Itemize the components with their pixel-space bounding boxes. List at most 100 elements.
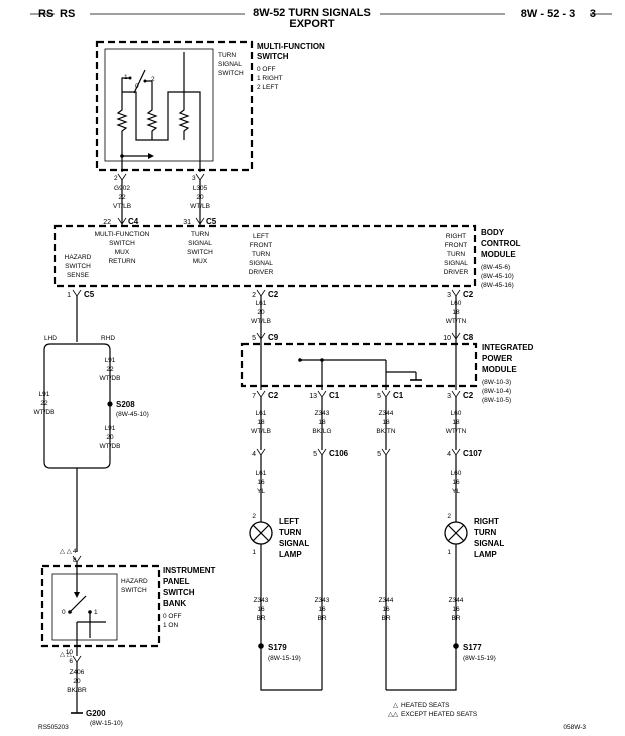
bcm-bot-left-pin: 2 (252, 292, 256, 299)
bcm-left-driver-3: TURN (252, 251, 270, 258)
z343-mid-color: BK/LG (312, 428, 331, 435)
mfs-pos-2: 2 LEFT (257, 84, 278, 91)
ipm-c9-pin: 5 (252, 335, 256, 342)
header-mask-right (505, 8, 590, 20)
bcm-left-driver-2: FRONT (250, 242, 272, 249)
z343-a-name: Z343 (254, 597, 269, 604)
l305-name: L305 (193, 185, 208, 192)
l91-rhd-name: L91 (105, 357, 116, 364)
header-page-label: 8W - 52 - 3 (521, 8, 575, 20)
bcm-left-driver-4: SIGNAL (249, 260, 273, 267)
s208-splice (107, 401, 113, 407)
mfs-resistor-1 (116, 98, 128, 156)
bcm-mux-return-4: RETURN (108, 258, 135, 265)
bcm-bot-right-connector (451, 289, 461, 297)
l60-mid-gauge: 18 (452, 419, 460, 426)
legend-except-icon: △△ (388, 711, 399, 718)
bcm-title-2: CONTROL (481, 239, 521, 248)
instrument-panel-switch-bank: △ △ 4 8 HAZARD SWITCH INSTRUMENT PANEL S… (40, 548, 216, 665)
ipsb-bot-connector (72, 655, 82, 663)
s179-ref: (8W-15-19) (268, 655, 301, 662)
z344-a-name: Z344 (379, 597, 394, 604)
l91-below-color: WT/DB (100, 443, 121, 450)
g902-name: G902 (114, 185, 130, 192)
z344-mid-color: BK/TN (376, 428, 395, 435)
ipsb-top-pins-legend: △ △ (60, 548, 73, 555)
z343-b-gauge: 16 (318, 606, 326, 613)
z406-gauge: 20 (73, 678, 81, 685)
header-subtitle: EXPORT (289, 18, 335, 30)
l91-below-name: L91 (105, 425, 116, 432)
ipm-bus-node-1 (298, 358, 302, 362)
bcm-mux-return-2: SWITCH (109, 240, 135, 247)
bcm-bot-left: C2 (268, 290, 279, 299)
l91-lhd-name: L91 (39, 391, 50, 398)
ipsb-dashed-border (40, 564, 161, 648)
ipsb-top-pin-a: 4 (73, 548, 77, 555)
l305-color: WT/LB (190, 203, 210, 210)
bcm-title-3: MODULE (481, 250, 516, 259)
c107-pin-a: 5 (377, 451, 381, 458)
z344-b-name: Z344 (449, 597, 464, 604)
ipsb-title-3: SWITCH (163, 588, 195, 597)
bcm-hazard-sense-1: HAZARD (65, 254, 92, 261)
left-lamp-line2: TURN (279, 528, 301, 537)
right-lamp-pin-top: 2 (447, 513, 451, 520)
c106-pin-b: 5 (313, 451, 317, 458)
z344-b-color: BR (451, 615, 460, 622)
right-lamp-x2 (447, 524, 465, 542)
lhd-rhd-merge (43, 461, 111, 469)
l61-bot-name: L61 (256, 470, 267, 477)
l61-top-gauge: 20 (257, 309, 265, 316)
ipm-b1-connector (256, 390, 266, 398)
c107-name: C107 (463, 449, 483, 458)
z343-mid-name: Z343 (315, 410, 330, 417)
rhd-label: RHD (101, 335, 115, 342)
l60-mid-name: L60 (451, 410, 462, 417)
l61-bot-gauge: 16 (257, 479, 265, 486)
l61-mid-gauge: 18 (257, 419, 265, 426)
z344-a-gauge: 16 (382, 606, 390, 613)
c107-pin-b: 4 (447, 451, 451, 458)
bcm-turn-mux-3: SWITCH (187, 249, 213, 256)
bcm-right-driver-3: TURN (447, 251, 465, 258)
ipsb-bot-pin-b: 6 (69, 658, 73, 665)
l305-pin: 3 (192, 175, 196, 182)
ipm-ref-3: (8W-10-5) (482, 397, 511, 404)
l60-top-color: WT/TN (446, 318, 467, 325)
mfs-pos-1: 1 RIGHT (257, 75, 283, 82)
l60-bot-gauge: 16 (452, 479, 460, 486)
ipsb-pos-1: 1 ON (163, 622, 178, 629)
bcm-bot-right: C2 (463, 290, 474, 299)
mfs-title-1: MULTI-FUNCTION (257, 42, 325, 51)
ipm-b4-connector (451, 390, 461, 398)
ipm-ref-2: (8W-10-4) (482, 388, 511, 395)
z344-mid-name: Z344 (379, 410, 394, 417)
s179-name: S179 (268, 643, 287, 652)
l60-top-name: L60 (451, 300, 462, 307)
ipsb-title-2: PANEL (163, 577, 190, 586)
bcm-ref-3: (8W-45-16) (481, 282, 514, 289)
lhd-rhd-branch (43, 343, 111, 351)
bcm-c5-pin: 31 (183, 219, 191, 226)
z406-color: BK/BR (67, 687, 87, 694)
left-lamp-line1: LEFT (279, 517, 299, 526)
bcm-c5: C5 (206, 217, 217, 226)
ipsb-bot-pin-a: 10 (66, 649, 74, 656)
ipsb-switch-arm (69, 595, 87, 613)
bcm-bot-c5-connector (72, 289, 82, 297)
right-lamp-pin-bot: 1 (447, 549, 451, 556)
z343-a-color: BR (256, 615, 265, 622)
ipm-b1-pin: 7 (252, 393, 256, 400)
l61-bot-color: YL (257, 488, 265, 495)
l60-bot-name: L60 (451, 470, 462, 477)
l91-lhd-color: WT/DB (34, 409, 55, 416)
c106-name: C106 (329, 449, 349, 458)
header-title-label: 8W-52 TURN SIGNALS (253, 7, 371, 19)
bcm-mux-return-3: MUX (115, 249, 130, 256)
legend-heated-icon: △ (393, 702, 399, 709)
ipsb-contact-0: 0 (62, 609, 66, 616)
mfs-wire-b (145, 80, 153, 98)
l60-bot-color: YL (452, 488, 460, 495)
